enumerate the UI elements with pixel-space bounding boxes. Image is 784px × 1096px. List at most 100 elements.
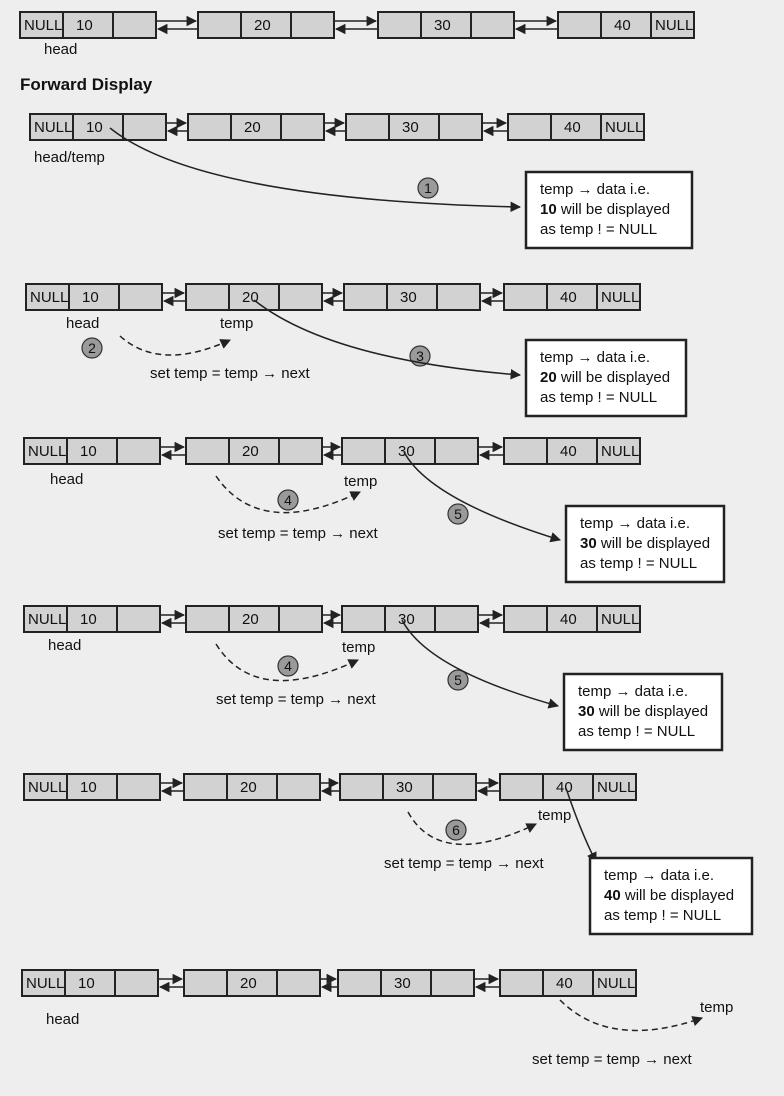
list-node-20: 20	[185, 283, 323, 311]
display-message-box: temp → data i.e. 40 will be displayed as t…	[588, 856, 754, 936]
node-value: 30	[398, 443, 415, 460]
prev-null-text: NULL	[26, 975, 64, 992]
list-node-20: 20	[197, 11, 335, 39]
data-display-pointer	[401, 619, 560, 709]
node-value: 10	[80, 779, 97, 796]
node-value: 40	[560, 443, 577, 460]
list-node-20: 20	[183, 969, 321, 997]
node-value: 10	[80, 611, 97, 628]
step-5-badge: 5	[447, 503, 469, 525]
head-temp-label: head/temp	[34, 149, 105, 166]
step-2-badge: 2	[81, 337, 103, 359]
temp-label: temp	[342, 639, 375, 656]
node-value: 10	[86, 119, 103, 136]
prev-null-text: NULL	[28, 611, 66, 628]
message-line-2: 30 will be displayed	[578, 703, 708, 720]
node-value: 30	[396, 779, 413, 796]
node-value: 30	[394, 975, 411, 992]
head-label: head	[66, 315, 99, 332]
message-suffix: will be displayed	[597, 535, 710, 552]
message-line-1: temp → data i.e.	[540, 349, 650, 366]
message-line-1: temp → data i.e.	[540, 181, 650, 198]
displayed-value: 20	[540, 369, 557, 386]
data-display-pointer	[565, 787, 597, 863]
step-4-badge: 4	[277, 655, 299, 677]
prev-null-text: NULL	[28, 443, 66, 460]
node-value: 10	[76, 17, 93, 34]
list-node-30: 30	[337, 969, 475, 997]
head-label: head	[46, 1011, 79, 1028]
set-temp-label: set temp = temp → next	[216, 691, 376, 708]
list-node-20: 20	[183, 773, 321, 801]
message-line-1: temp → data i.e.	[604, 867, 714, 884]
message-line-3: as temp ! = NULL	[540, 221, 657, 238]
message-line-2: 40 will be displayed	[604, 887, 734, 904]
next-null-text: NULL	[601, 289, 639, 306]
node-value: 20	[240, 779, 257, 796]
list-node-20: 20	[185, 605, 323, 633]
node-value: 30	[398, 611, 415, 628]
step-number: 3	[416, 348, 424, 364]
list-node-30: 30	[345, 113, 483, 141]
list-node-30: 30	[377, 11, 515, 39]
message-line-3: as temp ! = NULL	[604, 907, 721, 924]
step-1-badge: 1	[417, 177, 439, 199]
displayed-value: 40	[604, 887, 621, 904]
node-value: 40	[564, 119, 581, 136]
node-value: 40	[614, 17, 631, 34]
displayed-value: 10	[540, 201, 557, 218]
prev-null-text: NULL	[34, 119, 72, 136]
node-value: 30	[402, 119, 419, 136]
list-node-20: 20	[185, 437, 323, 465]
next-null-text: NULL	[605, 119, 643, 136]
set-temp-label: set temp = temp → next	[218, 525, 378, 542]
node-value: 30	[434, 17, 451, 34]
list-node-10: NULL 10	[23, 605, 161, 633]
message-line-2: 10 will be displayed	[540, 201, 670, 218]
message-line-3: as temp ! = NULL	[540, 389, 657, 406]
message-suffix: will be displayed	[621, 887, 734, 904]
node-value: 20	[242, 289, 259, 306]
next-null-text: NULL	[601, 443, 639, 460]
list-node-10: NULL 10	[29, 113, 167, 141]
prev-null-text: NULL	[30, 289, 68, 306]
set-temp-label: set temp = temp → next	[150, 365, 310, 382]
next-null-text: NULL	[597, 779, 635, 796]
node-value: 40	[560, 289, 577, 306]
list-node-10: NULL 10	[25, 283, 163, 311]
displayed-value: 30	[578, 703, 595, 720]
head-label: head	[44, 41, 77, 58]
list-node-30: 30	[339, 773, 477, 801]
data-display-pointer	[109, 127, 522, 213]
message-line-2: 30 will be displayed	[580, 535, 710, 552]
step-number: 6	[452, 822, 460, 838]
list-node-40: 40 NULL	[503, 437, 641, 465]
step-number: 1	[424, 180, 432, 196]
list-node-30: 30	[341, 605, 479, 633]
next-null-text: NULL	[597, 975, 635, 992]
step-number: 2	[88, 340, 96, 356]
list-node-40: 40 NULL	[503, 283, 641, 311]
node-value: 40	[556, 779, 573, 796]
node-value: 20	[242, 611, 259, 628]
node-value: 20	[240, 975, 257, 992]
data-display-pointer	[253, 299, 522, 380]
temp-label: temp	[220, 315, 253, 332]
head-label: head	[50, 471, 83, 488]
message-line-3: as temp ! = NULL	[578, 723, 695, 740]
node-value: 10	[82, 289, 99, 306]
prev-null-text: NULL	[24, 17, 62, 34]
list-node-30: 30	[341, 437, 479, 465]
temp-move-arrow	[215, 475, 361, 514]
list-node-40: 40 NULL	[507, 113, 645, 141]
list-node-10: NULL 10	[19, 11, 157, 39]
set-temp-label: set temp = temp → next	[532, 1051, 692, 1068]
node-value: 20	[254, 17, 271, 34]
